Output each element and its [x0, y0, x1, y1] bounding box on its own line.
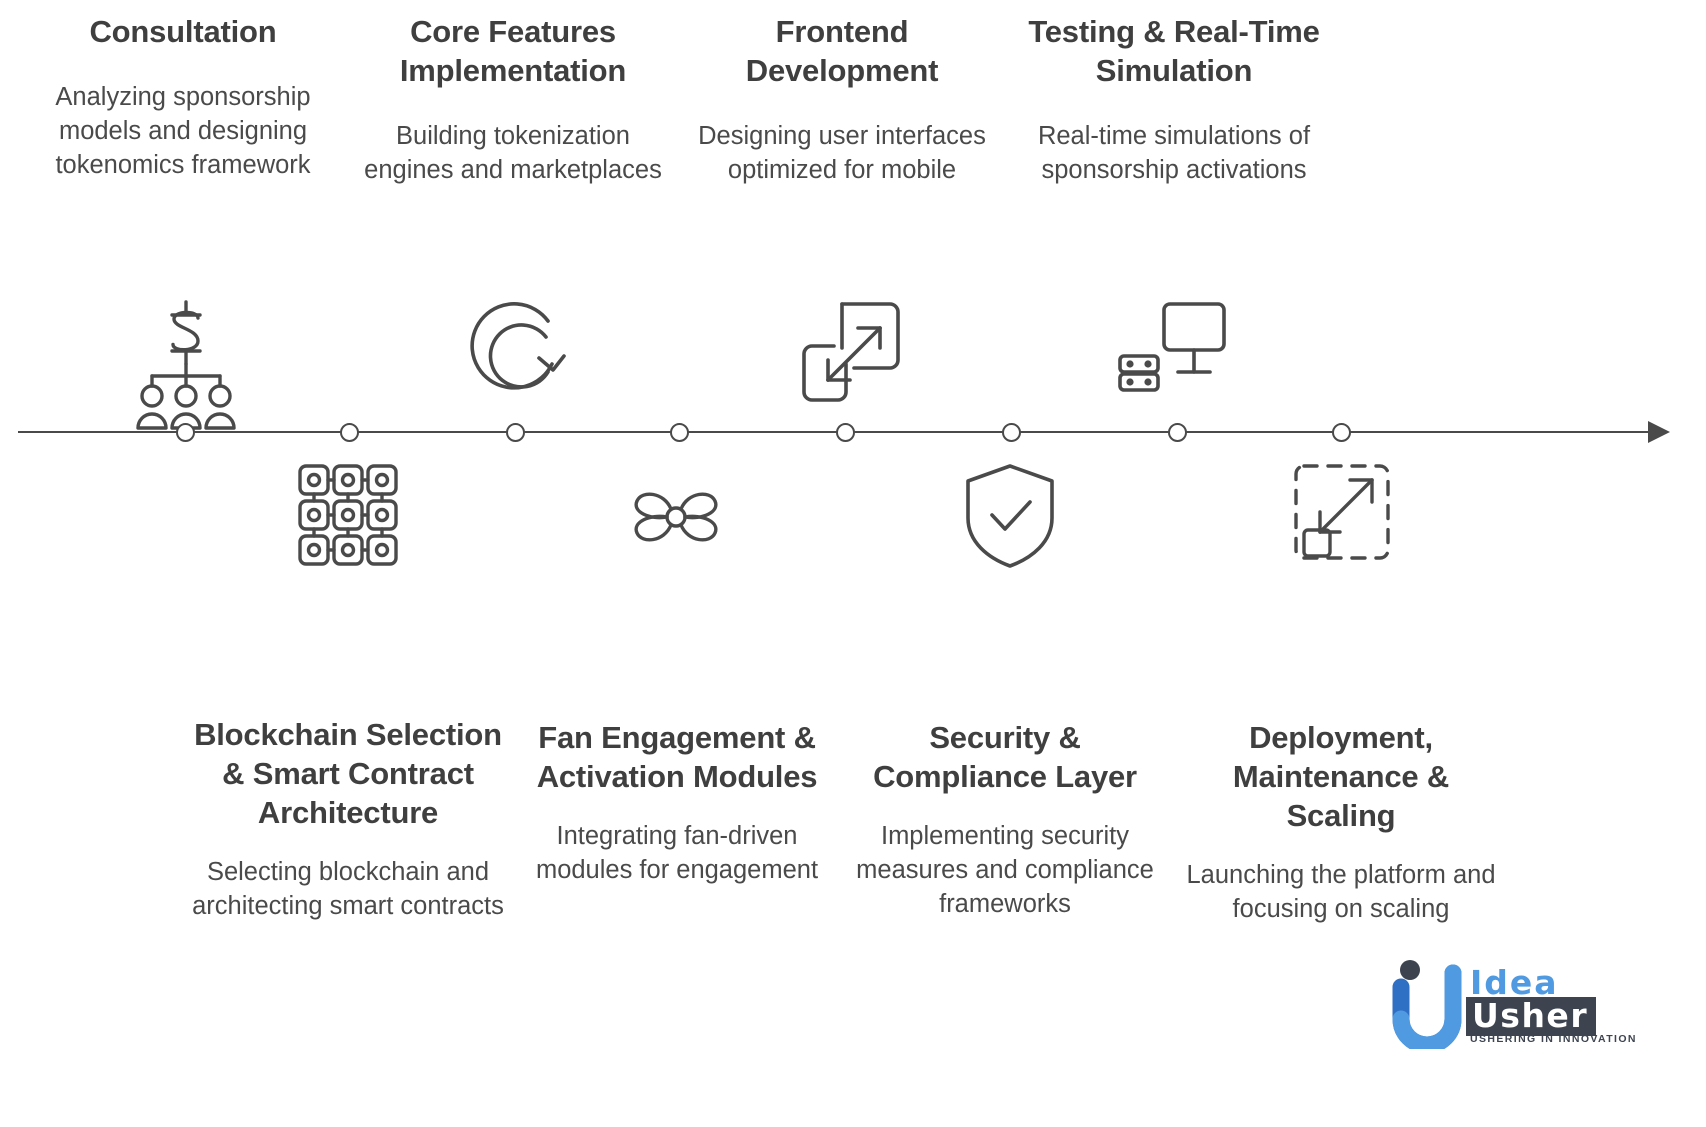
- step-title: Security & Compliance Layer: [873, 720, 1137, 795]
- step-text-core-features: Core Features Implementation Building to…: [352, 12, 674, 188]
- consultation-people-icon: [132, 398, 240, 432]
- timeline-node-6: [1002, 423, 1021, 442]
- timeline-node-4: [670, 423, 689, 442]
- step-title: Fan Engagement & Activation Modules: [536, 720, 818, 795]
- logo-mark-icon: [1392, 960, 1462, 1054]
- timeline-node-3: [506, 423, 525, 442]
- step-title: Consultation: [89, 14, 277, 49]
- pinwheel-petals-icon: [624, 468, 728, 566]
- step-title: Deployment, Maintenance & Scaling: [1232, 720, 1450, 834]
- logo-tagline: USHERING IN INNOVATION: [1470, 1033, 1637, 1045]
- step-text-frontend-development: Frontend Development Designing user inte…: [688, 12, 996, 188]
- step-title: Blockchain Selection & Smart Contract Ar…: [194, 717, 502, 831]
- shield-check-icon: [962, 462, 1058, 570]
- step-title: Frontend Development: [745, 14, 939, 89]
- timeline-node-2: [340, 423, 359, 442]
- step-title: Testing & Real-Time Simulation: [1028, 14, 1320, 89]
- step-text-security-compliance: Security & Compliance Layer Implementing…: [852, 718, 1158, 922]
- logo-word-idea: Idea: [1470, 963, 1559, 1002]
- server-monitor-icon: [1116, 298, 1228, 406]
- step-description: Selecting blockchain and architecting sm…: [192, 858, 504, 921]
- step-description: Designing user interfaces optimized for …: [698, 122, 986, 184]
- timeline-node-8: [1332, 423, 1351, 442]
- step-description: Real-time simulations of sponsorship act…: [1037, 122, 1311, 184]
- scale-expand-dashed-icon: [1290, 462, 1392, 566]
- step-text-blockchain-selection: Blockchain Selection & Smart Contract Ar…: [192, 715, 504, 924]
- step-description: Analyzing sponsorship models and designi…: [55, 83, 311, 179]
- step-title: Core Features Implementation: [399, 14, 627, 89]
- blockchain-node-grid-icon: [296, 462, 400, 568]
- circular-refresh-icon: [460, 300, 568, 406]
- step-text-consultation: Consultation Analyzing sponsorship model…: [18, 12, 348, 183]
- step-description: Integrating fan-driven modules for engag…: [535, 822, 819, 884]
- step-description: Launching the platform and focusing on s…: [1186, 861, 1496, 924]
- timeline-arrowhead: [1648, 421, 1670, 443]
- timeline-node-5: [836, 423, 855, 442]
- logo-word-usher: Usher: [1472, 996, 1589, 1035]
- responsive-screens-icon: [798, 298, 902, 406]
- step-description: Building tokenization engines and market…: [364, 122, 662, 184]
- step-description: Implementing security measures and compl…: [856, 822, 1154, 918]
- logo-word-usher-box: Usher: [1466, 996, 1597, 1036]
- step-text-fan-engagement: Fan Engagement & Activation Modules Inte…: [528, 718, 826, 888]
- step-text-deployment-scaling: Deployment, Maintenance & Scaling Launch…: [1186, 718, 1496, 927]
- timeline-node-1: [176, 423, 195, 442]
- timeline-node-7: [1168, 423, 1187, 442]
- idea-usher-logo[interactable]: Idea Usher USHERING IN INNOVATION: [1392, 957, 1692, 1054]
- step-text-testing-simulation: Testing & Real-Time Simulation Real-time…: [1014, 12, 1334, 188]
- org-chart-dollar-icon: [132, 296, 240, 408]
